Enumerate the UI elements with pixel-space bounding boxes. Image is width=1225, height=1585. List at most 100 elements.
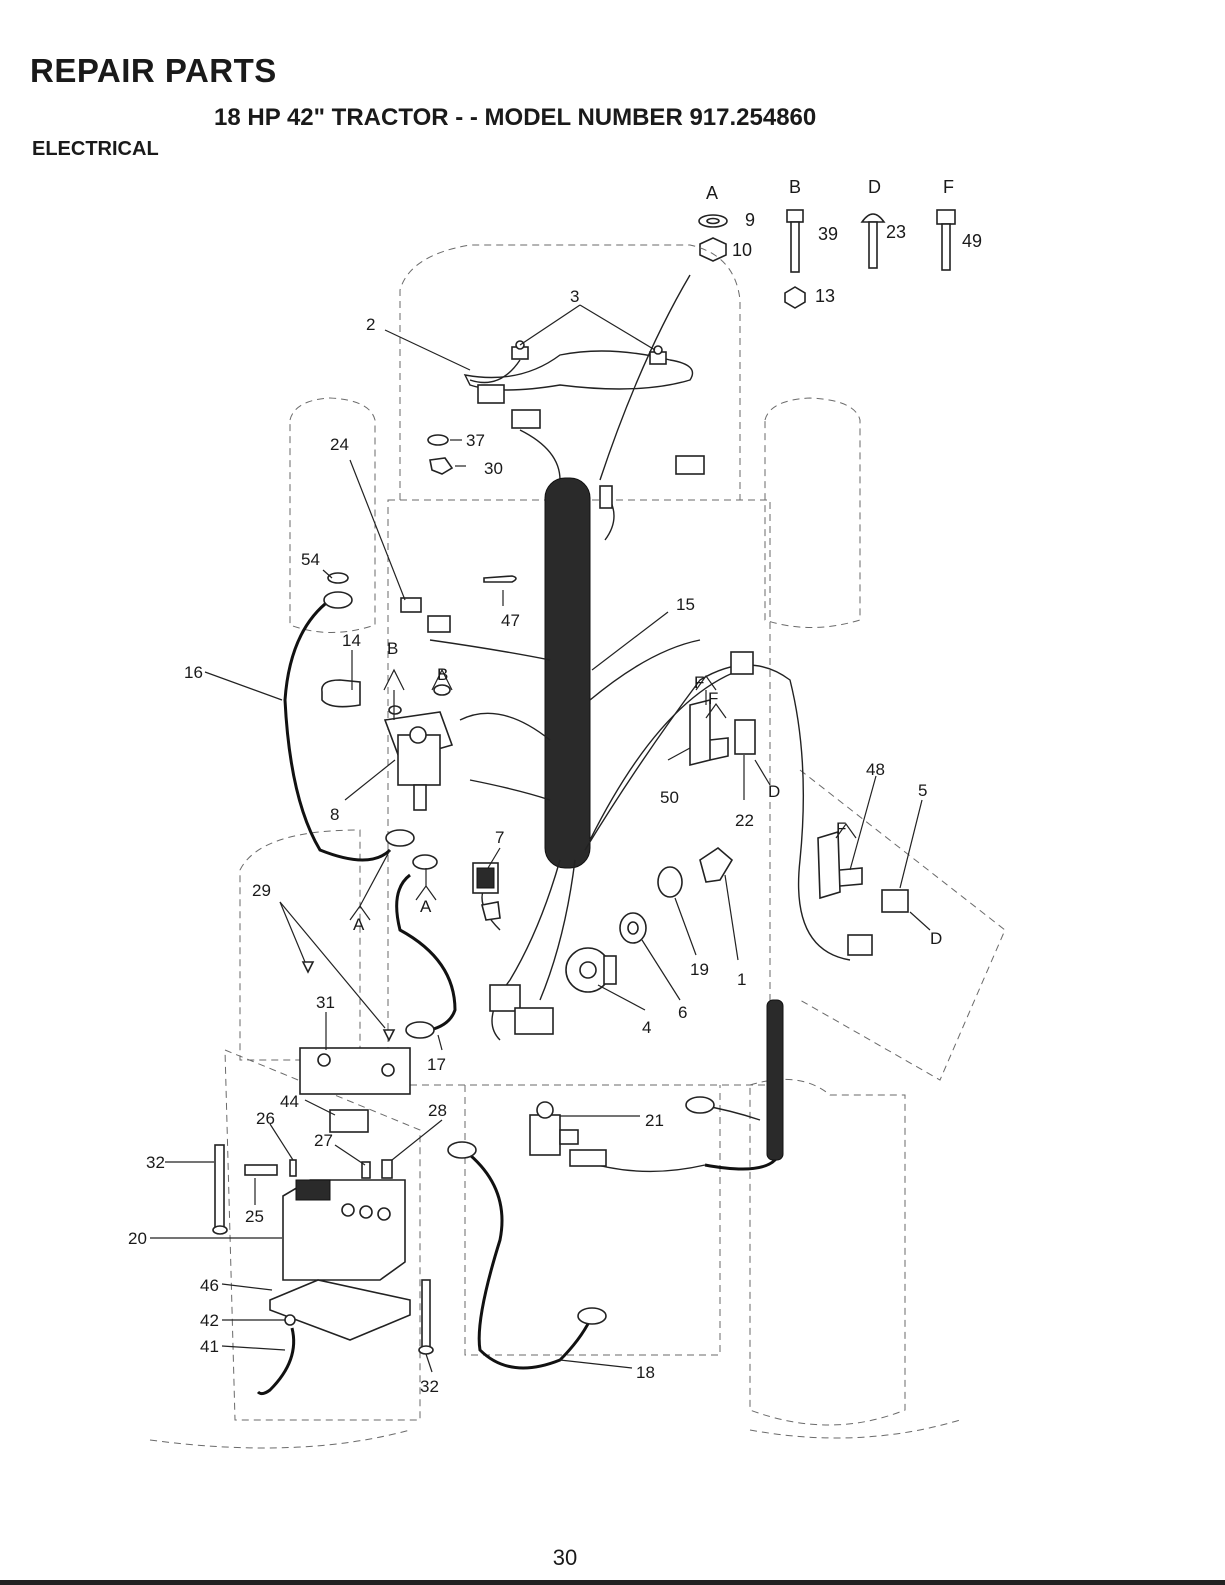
leader-lines <box>150 305 930 1372</box>
callout-30: 30 <box>484 459 503 478</box>
harness-wrap-icon <box>545 478 590 868</box>
ref-letter-f: F <box>708 689 718 708</box>
bottom-rule <box>0 1580 1225 1585</box>
ring-terminal-icon <box>386 830 414 846</box>
seat-switch-icon <box>882 890 908 912</box>
battery-icon <box>283 1180 405 1280</box>
connector-icon <box>676 456 704 474</box>
connector-icon <box>570 1150 606 1166</box>
callout-27: 27 <box>314 1131 333 1150</box>
washer-icon <box>328 573 348 583</box>
ref-letter-f: F <box>694 673 704 692</box>
hw-part-13: 13 <box>815 286 835 306</box>
callout-31: 31 <box>316 993 335 1012</box>
page-number: 30 <box>0 1545 1130 1571</box>
callout-50: 50 <box>660 788 679 807</box>
callout-14: 14 <box>342 631 361 650</box>
callout-1: 1 <box>737 970 746 989</box>
callout-18: 18 <box>636 1363 655 1382</box>
j-bolt-icon <box>215 1145 224 1230</box>
callout-28: 28 <box>428 1101 447 1120</box>
ref-letter-f: F <box>836 819 846 838</box>
connector-block-icon <box>490 985 520 1011</box>
connector-block-icon <box>515 1008 553 1034</box>
wing-nut-icon <box>384 1030 394 1040</box>
callout-16: 16 <box>184 663 203 682</box>
ref-letter-d: D <box>930 929 942 948</box>
vent-tube-icon <box>258 1328 294 1394</box>
bolt-head-icon <box>787 210 803 222</box>
ref-letter-d: D <box>768 782 780 801</box>
callout-48: 48 <box>866 760 885 779</box>
callout-32-top: 32 <box>146 1153 165 1172</box>
coil-lead-icon <box>767 1000 783 1160</box>
pad-icon <box>330 1110 368 1132</box>
ignition-switch-icon <box>566 948 616 992</box>
clip-icon <box>430 458 452 474</box>
hw-group-label-d: D <box>868 177 881 197</box>
starter-solenoid-icon <box>530 1102 578 1155</box>
callout-7: 7 <box>495 828 504 847</box>
headlight-socket-icon <box>512 341 528 359</box>
ring-terminal-icon <box>686 1097 714 1113</box>
wiring-harness <box>430 275 850 1171</box>
interlock-switch-icon <box>735 720 755 754</box>
callout-6: 6 <box>678 1003 687 1022</box>
ring-terminal-icon <box>413 855 437 869</box>
callout-8: 8 <box>330 805 339 824</box>
lock-nut-icon <box>785 287 805 308</box>
callout-24: 24 <box>330 435 349 454</box>
callout-47: 47 <box>501 611 520 630</box>
ref-letter-b: B <box>437 665 448 684</box>
callout-26: 26 <box>256 1109 275 1128</box>
flange-bolt-shank-icon <box>942 224 950 270</box>
bracket-icon <box>818 832 862 898</box>
ref-letter-b: B <box>387 639 398 658</box>
callout-20: 20 <box>128 1229 147 1248</box>
callout-41: 41 <box>200 1337 219 1356</box>
hw-part-39: 39 <box>818 224 838 244</box>
ref-letter-a: A <box>353 915 365 934</box>
washer-icon <box>389 706 401 714</box>
flange-bolt-head-icon <box>937 210 955 224</box>
plug-icon <box>482 902 500 920</box>
ring-terminal-icon <box>324 592 352 608</box>
ring-terminal-icon <box>406 1022 434 1038</box>
hold-down-bolt-icon <box>245 1165 277 1175</box>
connector-icon <box>401 598 421 612</box>
callout-32-bottom: 32 <box>420 1377 439 1396</box>
hardware-legend: A B D F 9 10 39 13 23 49 <box>699 177 982 308</box>
hw-part-49: 49 <box>962 231 982 251</box>
ring-terminal-icon <box>448 1142 476 1158</box>
callout-29: 29 <box>252 881 271 900</box>
washer-icon <box>428 435 448 445</box>
callout-42: 42 <box>200 1311 219 1330</box>
nut-icon <box>382 1160 392 1178</box>
hw-part-23: 23 <box>886 222 906 242</box>
bracket-icon <box>690 700 728 765</box>
solenoid-stud-icon <box>414 785 426 810</box>
clamp-icon <box>285 1315 295 1325</box>
callout-2: 2 <box>366 315 375 334</box>
solenoid-terminal-icon <box>410 727 426 743</box>
callout-46: 46 <box>200 1276 219 1295</box>
callout-37: 37 <box>466 431 485 450</box>
washer-icon <box>434 685 450 695</box>
ammeter-icon <box>700 848 732 882</box>
callout-54: 54 <box>301 550 320 569</box>
connector-icon <box>428 616 450 632</box>
bezel-icon <box>658 867 682 897</box>
washer-hole-icon <box>707 219 719 224</box>
hw-group-label-f: F <box>943 177 954 197</box>
connector-icon <box>478 385 504 403</box>
hw-part-9: 9 <box>745 210 755 230</box>
callout-19: 19 <box>690 960 709 979</box>
connector-icon <box>512 410 540 428</box>
ring-terminal-icon <box>578 1308 606 1324</box>
callout-4: 4 <box>642 1018 651 1037</box>
hw-part-10: 10 <box>732 240 752 260</box>
callout-21: 21 <box>645 1111 664 1130</box>
part-callouts: 1 2 3 4 5 6 7 8 14 15 16 17 18 19 20 21 … <box>128 287 927 1396</box>
callout-15: 15 <box>676 595 695 614</box>
